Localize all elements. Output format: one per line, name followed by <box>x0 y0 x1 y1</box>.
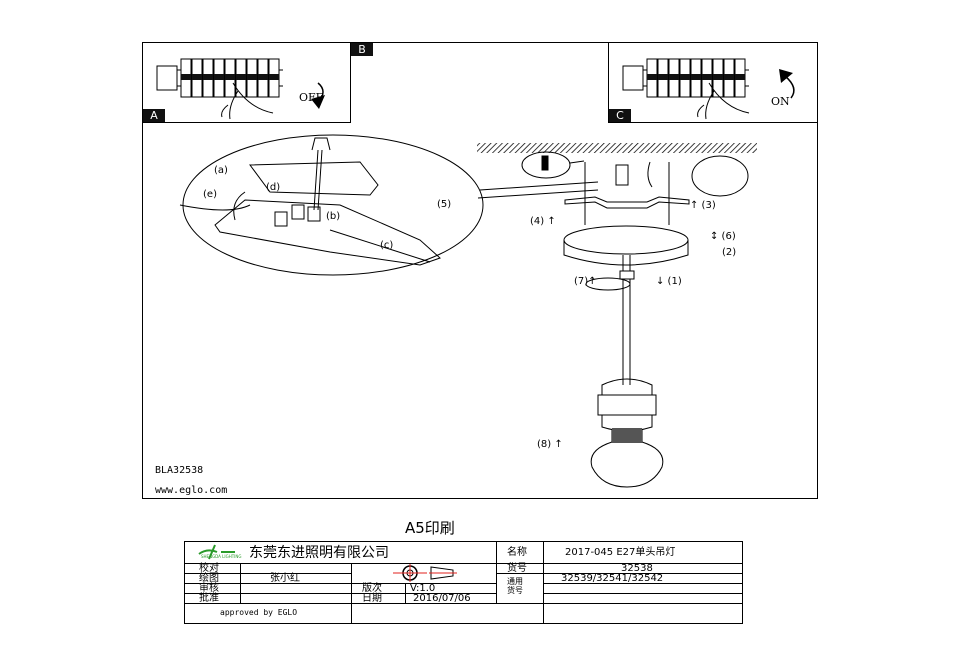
panel-a-switch-off: OFF A <box>142 42 351 123</box>
breaker-on-illustration <box>622 58 795 120</box>
title-block: SHENGDA LIGHTING 东莞东进照明有限公司 校对 绘图 张小红 审核… <box>184 541 743 624</box>
product-name: 2017-045 E27单头吊灯 <box>565 547 676 558</box>
breaker-switch <box>225 74 235 80</box>
step-8-callout: (8) ↑ <box>537 439 563 450</box>
common-item-label: 通用 <box>507 577 523 586</box>
logo-text: SHENGDA LIGHTING <box>201 554 242 559</box>
company-logo <box>198 544 235 560</box>
model-code: BLA32538 <box>155 465 204 476</box>
detail-e: (e) <box>203 189 217 200</box>
detail-a: (a) <box>214 165 228 176</box>
version-label: 版次 <box>362 583 382 594</box>
common-item-value: 32539/32541/32542 <box>561 573 664 584</box>
drawing-frame <box>142 42 818 499</box>
breaker-switch <box>192 74 202 80</box>
breaker-switch <box>247 74 257 80</box>
breaker-switch <box>724 74 734 80</box>
breaker-switch <box>647 74 657 80</box>
step-3-callout: ↑ (3) <box>690 200 716 211</box>
step-5-callout: (5) <box>437 199 452 210</box>
name-label: 名称 <box>507 547 527 558</box>
date-label: 日期 <box>362 593 382 604</box>
breaker-off-illustration <box>156 58 325 120</box>
breaker-switch <box>702 74 712 80</box>
breaker-switch <box>680 74 690 80</box>
panel-c-tag: C <box>609 109 631 122</box>
breaker-switch <box>269 74 279 80</box>
panel-a-tag: A <box>143 109 165 122</box>
common-item-label-2: 货号 <box>507 586 523 595</box>
detail-b: (b) <box>326 211 341 222</box>
breaker-switch <box>735 74 745 80</box>
panel-c-switch-on: ON C <box>608 42 818 123</box>
checked-label: 校对 <box>199 563 219 574</box>
off-label: OFF <box>299 91 324 104</box>
item-no-value: 32538 <box>621 563 653 574</box>
breaker-switch <box>236 74 246 80</box>
version-value: V:1.0 <box>410 583 436 594</box>
reviewed-label: 审核 <box>199 583 219 594</box>
date-value: 2016/07/06 <box>413 593 471 604</box>
detail-c: (c) <box>380 240 394 251</box>
breaker-switch <box>214 74 224 80</box>
drawn-label: 绘图 <box>199 573 219 584</box>
step-6-callout: ↕ (6) <box>710 231 736 242</box>
print-size-label: A5印刷 <box>405 519 455 537</box>
step-2-callout: (2) <box>722 247 737 258</box>
projection-symbol <box>393 564 457 582</box>
panel-b-tag: B <box>351 43 373 56</box>
approved-label: 批准 <box>199 593 219 604</box>
step-7-callout: (7)↑ <box>574 276 597 287</box>
breaker-switch <box>691 74 701 80</box>
breaker-switch <box>181 74 191 80</box>
approved-by: approved by EGLO <box>220 608 298 617</box>
breaker-switch <box>258 74 268 80</box>
breaker-switch <box>203 74 213 80</box>
breaker-switch <box>669 74 679 80</box>
on-label: ON <box>771 95 790 108</box>
company-name: 东莞东进照明有限公司 <box>249 545 389 561</box>
drawn-value: 张小红 <box>270 573 300 584</box>
website: www.eglo.com <box>155 485 228 496</box>
item-no-label: 货号 <box>507 563 527 574</box>
breaker-switch <box>713 74 723 80</box>
step-4-callout: (4) ↑ <box>530 216 556 227</box>
step-1-callout: ↓ (1) <box>656 276 682 287</box>
breaker-switch <box>658 74 668 80</box>
detail-d: (d) <box>266 182 281 193</box>
